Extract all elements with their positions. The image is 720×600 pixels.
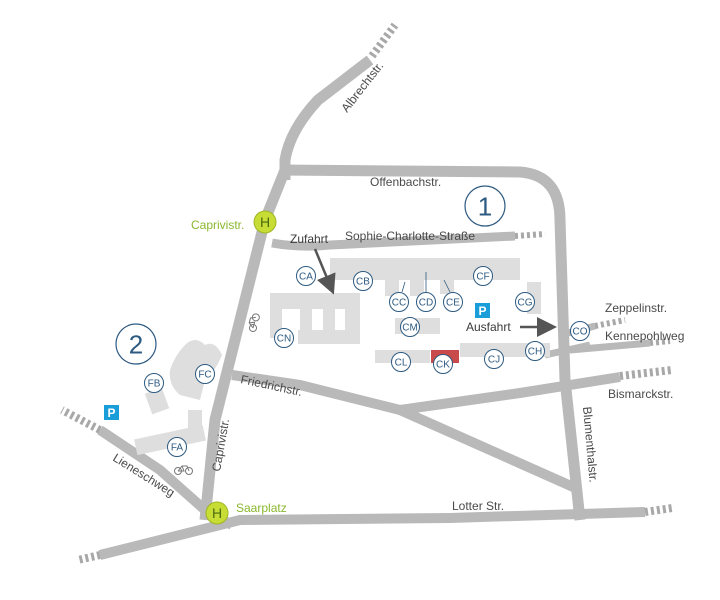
bus-stop-label-caprivistr: Caprivistr. <box>191 218 244 232</box>
building-label-fb: FB <box>148 379 161 390</box>
building-fb <box>144 387 170 415</box>
bicycle-icon <box>248 313 260 332</box>
building-labels: CA CB CC CD CE CF CG CH CJ CK CL CM CN C… <box>144 266 590 457</box>
road-bismarckstr <box>399 372 621 415</box>
access-markers: Zufahrt Ausfahrt <box>290 232 557 337</box>
building-label-cf: CF <box>476 272 489 283</box>
street-label-zeppelinstr: Zeppelinstr. <box>605 301 667 315</box>
bus-stop-caprivistr[interactable]: H Caprivistr. <box>191 210 277 234</box>
building-label-cg: CG <box>518 298 533 309</box>
bus-stop-label-saarplatz: Saarplatz <box>236 501 287 515</box>
road-caprivistr <box>199 167 291 521</box>
building-marker-ce[interactable]: CE <box>443 292 463 312</box>
area-1-label: 1 <box>478 192 492 222</box>
roads <box>97 55 651 560</box>
road-albrechtstr <box>279 55 374 180</box>
building-cn-wing2 <box>323 293 335 333</box>
road-lotterstr <box>98 507 646 560</box>
building-marker-cc[interactable]: CC <box>389 292 409 312</box>
building-label-cl: CL <box>395 358 408 369</box>
street-label-sophie-charlotte: Sophie-Charlotte-Straße <box>345 229 475 243</box>
building-fa-wing <box>188 410 202 440</box>
road-sophie-charlotte <box>271 231 516 251</box>
building-label-cc: CC <box>392 298 406 309</box>
label-connectors <box>401 272 451 293</box>
building-marker-cl[interactable]: CL <box>391 352 411 372</box>
dash-albrecht <box>368 22 399 59</box>
building-marker-fb[interactable]: FB <box>144 373 164 393</box>
dash-lienesch <box>60 406 102 434</box>
bus-stops: H Caprivistr. H Saarplatz <box>191 210 287 525</box>
building-marker-cb[interactable]: CB <box>353 271 373 291</box>
road-junction <box>544 341 591 359</box>
building-marker-co[interactable]: CO <box>570 321 590 341</box>
bus-stop-symbol: H <box>212 505 222 521</box>
parking-icon: P <box>475 303 490 318</box>
building-cc-stub <box>385 280 399 296</box>
zufahrt-arrow-icon <box>313 248 336 295</box>
building-marker-cj[interactable]: CJ <box>484 349 504 369</box>
dash-lotter <box>644 504 673 516</box>
building-marker-cd[interactable]: CD <box>416 292 436 312</box>
building-marker-cf[interactable]: CF <box>473 266 493 286</box>
zufahrt-label: Zufahrt <box>290 232 329 246</box>
parking-symbol: P <box>107 406 115 420</box>
building-label-cn: CN <box>277 334 291 345</box>
bus-stop-saarplatz[interactable]: H Saarplatz <box>205 501 287 525</box>
area-2-circle <box>115 323 157 365</box>
building-label-ce: CE <box>446 298 460 309</box>
building-label-cj: CJ <box>488 355 500 366</box>
building-marker-cm[interactable]: CM <box>400 317 420 337</box>
building-marker-ck[interactable]: CK <box>433 354 453 374</box>
area-2-label: 2 <box>129 330 143 360</box>
street-label-lotterstr: Lotter Str. <box>452 499 504 513</box>
parking-icon: P <box>104 405 119 420</box>
dash-zeppelin <box>594 317 626 329</box>
building-cd-stub <box>410 280 424 296</box>
road-blumenthalstr <box>279 164 586 521</box>
building-label-ck: CK <box>436 360 450 371</box>
dash-lotter-west <box>77 551 101 564</box>
bus-stop-icon <box>205 501 229 525</box>
area-markers: 1 2 <box>115 185 506 365</box>
bus-stop-icon <box>253 210 277 234</box>
building-cn-wing1 <box>300 293 312 333</box>
road-dashes <box>60 22 673 564</box>
road-friedrichstr <box>231 370 583 495</box>
street-label-bismarckstr: Bismarckstr. <box>608 387 673 401</box>
dash-bismarck <box>619 366 673 380</box>
building-marker-cg[interactable]: CG <box>515 292 535 312</box>
bicycle-icons <box>174 313 260 475</box>
bicycle-icon <box>174 465 193 475</box>
building-marker-ch[interactable]: CH <box>525 341 545 361</box>
building-label-ch: CH <box>528 347 542 358</box>
building-cb-cf <box>330 258 520 280</box>
building-label-co: CO <box>573 327 588 338</box>
area-1-circle <box>464 185 506 227</box>
building-label-ca: CA <box>299 272 313 283</box>
street-label-blumenthalstr: Blumenthalstr. <box>580 406 601 483</box>
building-cn-wing0 <box>270 293 282 338</box>
parking-markers: P P <box>104 303 490 420</box>
building-marker-ca[interactable]: CA <box>296 266 316 286</box>
building-label-cd: CD <box>419 298 433 309</box>
building-marker-fc[interactable]: FC <box>195 364 215 384</box>
building-cn-bottom <box>298 330 360 344</box>
parking-symbol: P <box>478 304 486 318</box>
building-marker-fa[interactable]: FA <box>167 437 187 457</box>
ausfahrt-label: Ausfahrt <box>466 320 511 334</box>
building-label-fa: FA <box>171 443 184 454</box>
building-label-cm: CM <box>402 323 418 334</box>
building-label-cb: CB <box>356 277 370 288</box>
building-ce-stub <box>440 280 454 294</box>
building-marker-cn[interactable]: CN <box>274 328 294 348</box>
building-cn-top <box>270 293 360 309</box>
street-label-kennepohlweg: Kennepohlweg <box>605 329 684 343</box>
street-label-offenbachstr: Offenbachstr. <box>370 175 441 189</box>
dash-sophie <box>514 231 546 239</box>
building-label-fc: FC <box>198 370 211 381</box>
bus-stop-symbol: H <box>260 214 270 230</box>
